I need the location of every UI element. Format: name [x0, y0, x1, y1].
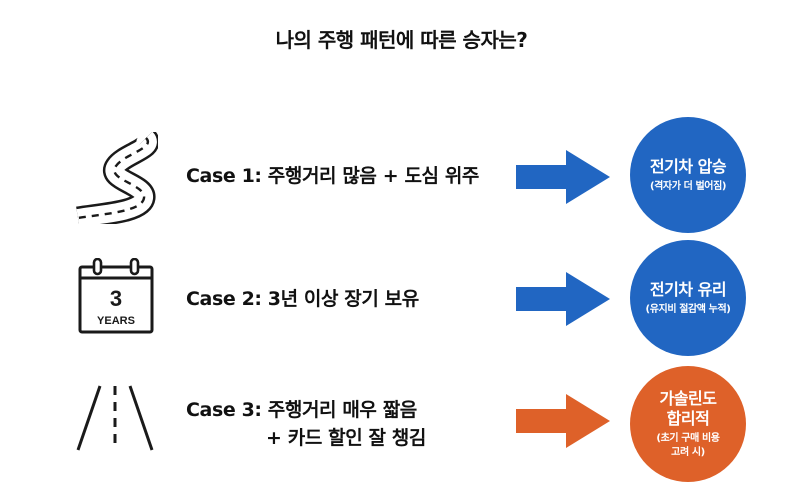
result-main: 전기차 유리 [649, 279, 727, 299]
calendar-icon: 3 YEARS [78, 258, 154, 334]
result-main-line-1: 가솔린도 [659, 388, 717, 408]
case-1-label: Case 1: 주행거리 많음 + 도심 위주 [186, 162, 479, 190]
case-2-label: Case 2: 3년 이상 장기 보유 [186, 285, 419, 313]
result-sub: (유지비 절감액 누적) [645, 303, 731, 315]
winding-road-icon [76, 132, 158, 224]
case-3-line-2: + 카드 할인 잘 챙김 [266, 427, 426, 449]
result-circle-3: 가솔린도 합리적 (초기 구매 비용 고려 시) [630, 366, 746, 482]
result-circle-1: 전기차 압승 (격자가 더 벌어짐) [630, 117, 746, 233]
result-main: 전기차 압승 [649, 156, 727, 176]
page-title: 나의 주행 패턴에 따른 승자는? [275, 28, 528, 52]
arrow-right-icon [516, 272, 610, 326]
calendar-number: 3 [110, 286, 122, 311]
case-3-label: Case 3: 주행거리 매우 짧음 + 카드 할인 잘 챙김 [186, 396, 426, 452]
straight-road-icon [76, 385, 154, 451]
result-main-line-2: 합리적 [666, 408, 710, 428]
result-sub-line-2: 고려 시) [671, 446, 705, 458]
result-sub: (격자가 더 벌어짐) [649, 180, 727, 192]
case-3-line-1: Case 3: 주행거리 매우 짧음 [186, 399, 417, 421]
arrow-right-icon [516, 394, 610, 448]
result-sub-line-1: (초기 구매 비용 [656, 432, 720, 444]
arrow-right-icon [516, 150, 610, 204]
result-circle-2: 전기차 유리 (유지비 절감액 누적) [630, 240, 746, 356]
case-1-line: Case 1: 주행거리 많음 + 도심 위주 [186, 165, 479, 187]
case-2-line: Case 2: 3년 이상 장기 보유 [186, 288, 419, 310]
calendar-label: YEARS [97, 315, 135, 327]
